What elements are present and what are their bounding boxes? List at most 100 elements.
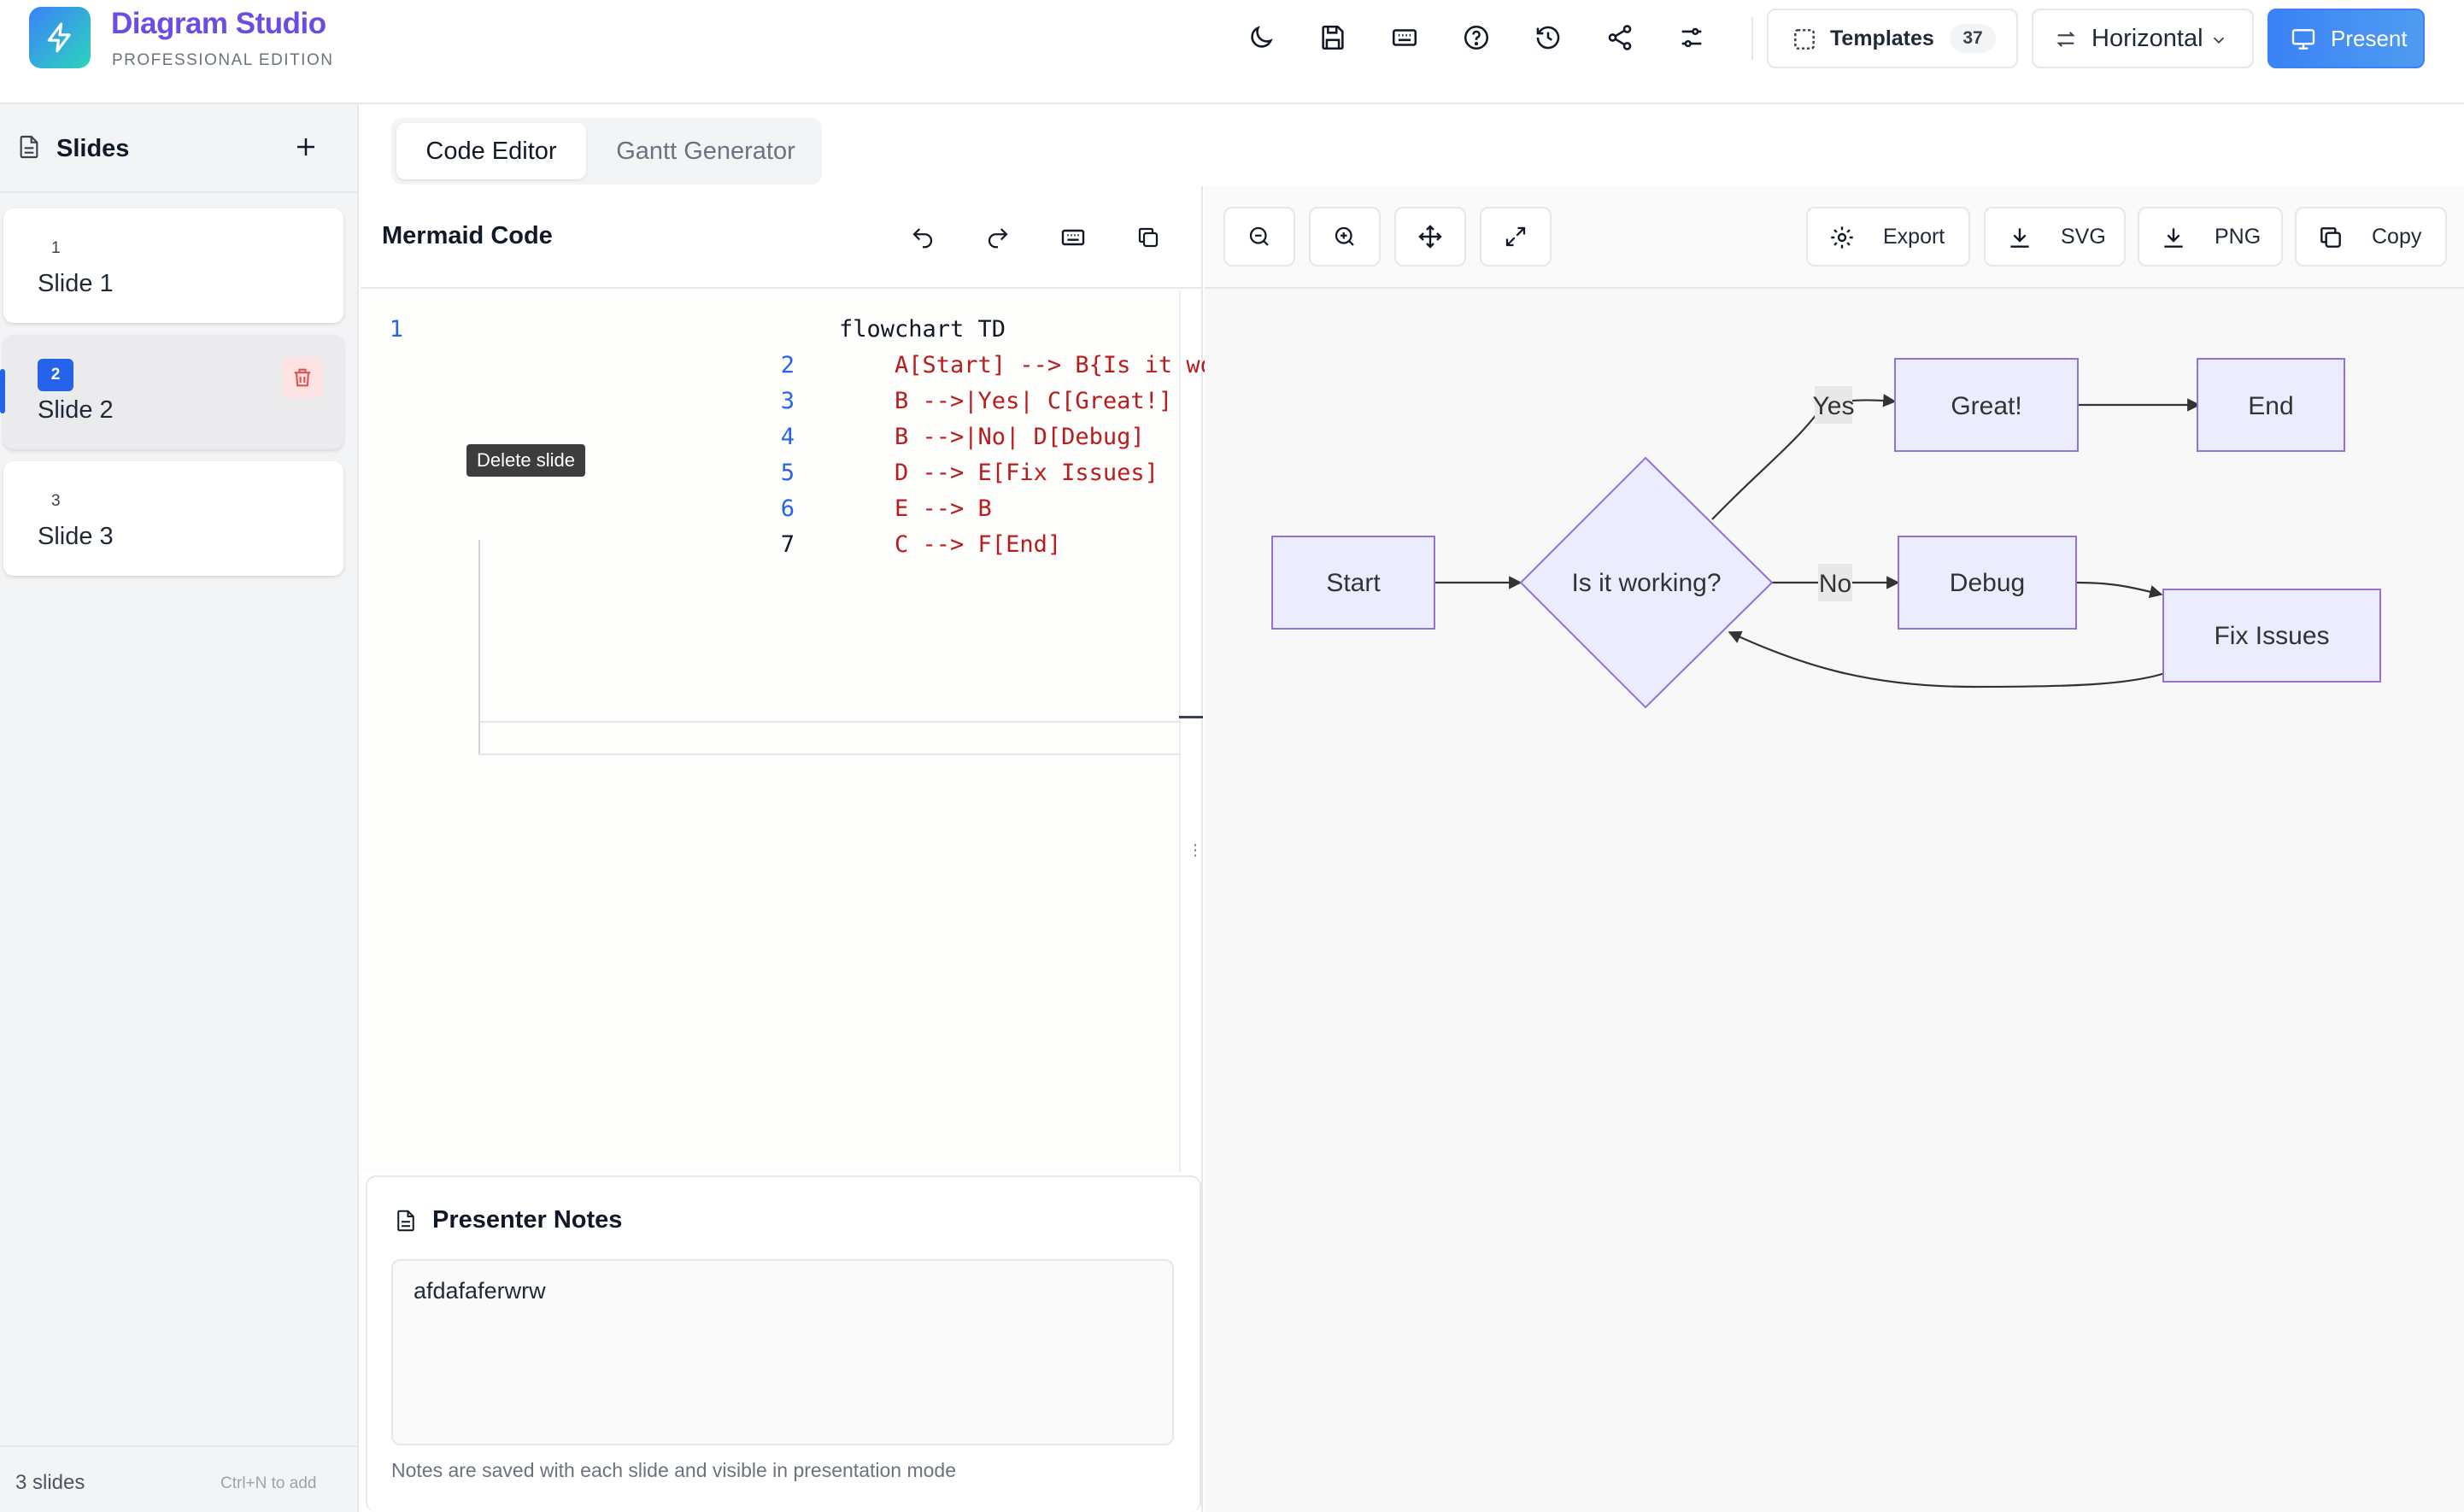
fullscreen-button[interactable] xyxy=(1480,207,1552,267)
line-number: 5 xyxy=(780,460,795,486)
code-area[interactable] xyxy=(361,290,1181,1172)
zoom-in-button[interactable] xyxy=(1309,207,1381,267)
move-icon xyxy=(1418,225,1442,249)
slide-card-2[interactable]: 2 Slide 2 xyxy=(3,335,343,449)
header-divider xyxy=(1751,17,1753,60)
node-fix-issues[interactable] xyxy=(2162,589,2381,683)
plus-icon xyxy=(297,138,314,155)
present-button[interactable]: Present xyxy=(2267,9,2425,68)
zoom-out-icon xyxy=(1249,226,1269,246)
download-svg-button[interactable]: SVG xyxy=(1984,207,2126,267)
slide-name: Slide 3 xyxy=(38,523,114,550)
node-great[interactable] xyxy=(1894,358,2079,452)
code-line[interactable]: 1 flowchart TD xyxy=(361,316,1201,352)
node-debug[interactable] xyxy=(1898,536,2077,630)
layout-direction-select[interactable]: Horizontal xyxy=(2032,9,2254,68)
slides-title: Slides xyxy=(56,135,130,162)
png-label: PNG xyxy=(2215,224,2262,249)
gear-icon xyxy=(1831,226,1853,249)
node-start[interactable] xyxy=(1271,536,1435,630)
copy-icon xyxy=(1138,227,1159,248)
line-number: 1 xyxy=(389,316,403,343)
download-png-button[interactable]: PNG xyxy=(2138,207,2283,267)
indent-guide xyxy=(478,540,480,753)
line-number: 2 xyxy=(780,352,795,378)
copy-diagram-button[interactable]: Copy xyxy=(2295,207,2447,267)
undo-button[interactable] xyxy=(902,217,943,258)
keyboard-icon[interactable] xyxy=(1386,19,1423,56)
settings-sliders-icon[interactable] xyxy=(1673,19,1710,56)
svg-label: SVG xyxy=(2061,224,2106,249)
share-icon[interactable] xyxy=(1601,19,1639,56)
active-slide-indicator xyxy=(0,369,5,413)
history-icon[interactable] xyxy=(1529,19,1567,56)
redo-icon xyxy=(988,228,1008,249)
templates-icon xyxy=(1794,29,1815,50)
delete-slide-button[interactable] xyxy=(282,357,323,398)
code-text: E --> B xyxy=(839,495,992,522)
copy-code-button[interactable] xyxy=(1128,217,1169,258)
node-end[interactable] xyxy=(2197,358,2345,452)
current-line-highlight xyxy=(478,721,1181,755)
node-debug-label: Debug xyxy=(1950,569,2025,597)
slide-number: 3 xyxy=(51,492,61,510)
presenter-notes-help: Notes are saved with each slide and visi… xyxy=(391,1459,956,1481)
code-text: flowchart TD xyxy=(839,316,1006,343)
slide-count: 3 slides xyxy=(15,1471,85,1494)
notes-document-icon xyxy=(397,1210,414,1232)
chevron-down-icon xyxy=(2213,37,2225,44)
node-end-label: End xyxy=(2248,392,2293,420)
code-line[interactable]: 2 A[Start] --> B{Is it working?} xyxy=(361,352,1311,388)
templates-count-badge: 37 xyxy=(1950,24,1996,53)
templates-label: Templates xyxy=(1830,26,1934,50)
slide-number-badge: 2 xyxy=(38,359,73,391)
present-label: Present xyxy=(2331,25,2408,51)
editor-scrollbar[interactable] xyxy=(1179,290,1181,1172)
moon-icon[interactable] xyxy=(1242,19,1280,56)
add-shortcut-hint: Ctrl+N to add xyxy=(220,1474,317,1492)
app-title: Diagram Studio xyxy=(111,7,326,40)
keyboard-shortcuts-button[interactable] xyxy=(1053,217,1094,258)
slide-name: Slide 2 xyxy=(38,396,114,424)
download-icon xyxy=(2010,228,2029,248)
expand-icon xyxy=(1505,226,1526,247)
code-line[interactable]: 7 C --> F[End] xyxy=(361,531,1201,567)
redo-button[interactable] xyxy=(977,217,1018,258)
editor-cursor-mark xyxy=(1179,716,1203,718)
code-line[interactable]: 5 D --> E[Fix Issues] xyxy=(361,460,1201,495)
export-button[interactable]: Export xyxy=(1806,207,1970,267)
edge-debug-fix xyxy=(2075,581,2163,599)
pan-button[interactable] xyxy=(1394,207,1466,267)
swap-arrows-icon xyxy=(2056,32,2075,47)
app-logo[interactable] xyxy=(29,7,91,68)
flowchart-diagram[interactable]: Yes No Start Is it working? Great! End D… xyxy=(1205,290,2464,1512)
preview-toolbar: Export SVG PNG Copy xyxy=(1205,186,2464,289)
edge-label-no: No xyxy=(1819,570,1851,598)
slide-card-3[interactable]: 3 Slide 3 xyxy=(3,461,343,576)
edge-decision-great xyxy=(1711,394,1897,520)
edge-label-no-bg xyxy=(1818,564,1852,601)
presenter-notes-textarea[interactable]: afdafaferwrw xyxy=(391,1259,1174,1445)
layout-direction-label: Horizontal xyxy=(2091,24,2203,52)
save-icon[interactable] xyxy=(1314,19,1352,56)
code-line[interactable]: 3 B -->|Yes| C[Great!] xyxy=(361,388,1201,424)
node-fix-issues-label: Fix Issues xyxy=(2214,622,2329,650)
editor-title: Mermaid Code xyxy=(382,222,553,249)
code-line[interactable]: 6 E --> B xyxy=(361,495,1201,531)
tab-code-editor[interactable]: Code Editor xyxy=(396,123,586,179)
tab-gantt-generator[interactable]: Gantt Generator xyxy=(616,137,795,165)
sidebar-footer: 3 slides Ctrl+N to add xyxy=(0,1445,357,1512)
help-icon[interactable] xyxy=(1458,19,1495,56)
slide-card-1[interactable]: 1 Slide 1 xyxy=(3,208,343,323)
node-decision[interactable] xyxy=(1519,456,1774,709)
templates-button[interactable]: Templates 37 xyxy=(1767,9,2018,68)
code-text: B -->|No| D[Debug] xyxy=(839,424,1145,450)
code-line[interactable]: 4 B -->|No| D[Debug] xyxy=(361,424,1201,460)
download-icon xyxy=(2164,228,2183,248)
zoom-out-button[interactable] xyxy=(1223,207,1295,267)
add-slide-button[interactable] xyxy=(287,128,325,166)
lightning-icon xyxy=(47,22,71,53)
trash-icon xyxy=(294,368,311,387)
edge-label-yes-bg xyxy=(1815,386,1852,424)
slide-name: Slide 1 xyxy=(38,270,114,297)
